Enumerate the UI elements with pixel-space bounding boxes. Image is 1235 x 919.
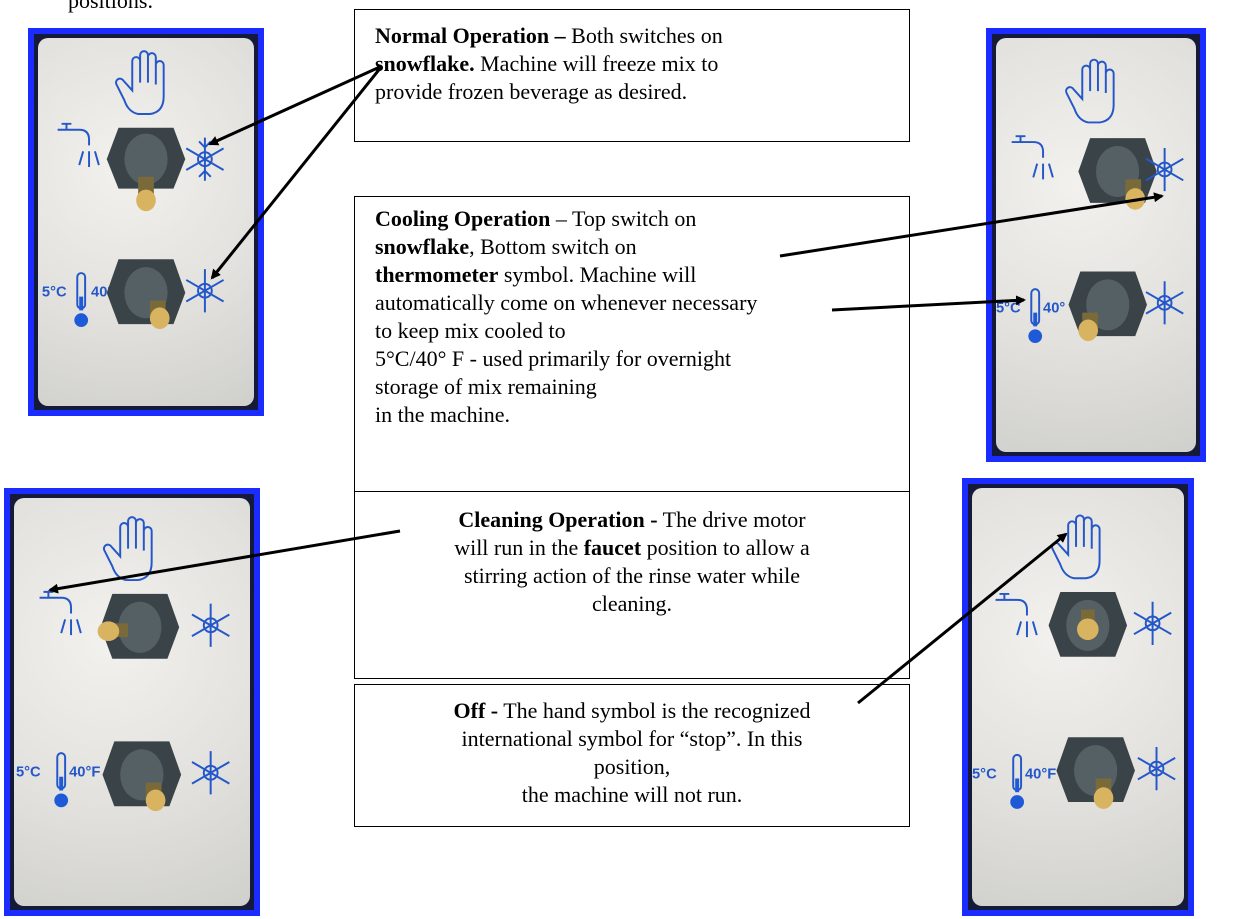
snowflake-icon <box>185 137 225 181</box>
snowflake-icon <box>1137 747 1176 791</box>
toggle-switch <box>102 741 182 812</box>
toggle-switch <box>1056 737 1135 809</box>
caption-cleaning-line: stirring action of the rinse water while <box>463 563 800 588</box>
toggle-switch <box>1048 591 1128 657</box>
toggle-switch <box>1068 271 1147 342</box>
toggle-switch <box>106 259 186 330</box>
caption-cooling-keyword: thermometer <box>375 262 499 287</box>
snowflake-icon <box>191 603 230 647</box>
caption-off: Off - The hand symbol is the recognized … <box>354 684 910 827</box>
caption-cooling-line: in the machine. <box>375 402 511 427</box>
temp-f-label: 40°F <box>69 765 100 781</box>
faucet-icon <box>39 590 82 636</box>
caption-off-line: The hand symbol is the recognized <box>498 698 811 723</box>
caption-normal-line: Machine will freeze mix to <box>474 51 719 76</box>
thermometer-icon <box>1010 753 1025 809</box>
temp-c-label: 5°C <box>42 285 67 301</box>
toggle-switch <box>1078 138 1157 210</box>
hand-icon <box>1065 58 1115 124</box>
caption-cooling-line: symbol. Machine will <box>498 262 697 287</box>
temp-c-label: 5°C <box>972 766 997 782</box>
page-fragment-text: positions. <box>68 0 153 13</box>
caption-off-line: international symbol for “stop”. In this <box>461 726 803 751</box>
caption-normal-keyword: snowflake. <box>375 51 475 76</box>
faucet-icon <box>995 592 1038 638</box>
faucet-icon <box>1011 135 1054 180</box>
caption-cooling-title: Cooling Operation <box>375 206 551 231</box>
caption-cleaning-line: cleaning. <box>591 591 673 616</box>
caption-off-line: the machine will not run. <box>521 782 743 807</box>
caption-cooling-keyword: snowflake <box>375 234 470 259</box>
toggle-switch <box>97 593 180 659</box>
caption-cleaning-operation: Cleaning Operation - The drive motor wil… <box>354 491 910 679</box>
temp-c-label: 5°C <box>16 765 41 781</box>
thermometer-icon <box>1028 288 1043 344</box>
hand-icon <box>1051 514 1101 580</box>
hand-icon <box>115 50 165 115</box>
caption-normal-operation: Normal Operation – Both switches on snow… <box>354 9 910 142</box>
switch-panel-cleaning: 5°C 40°F <box>4 488 260 916</box>
temp-c-label: 5°C <box>996 301 1021 317</box>
caption-cooling-line: to keep mix cooled to <box>375 318 566 343</box>
hand-icon <box>102 516 153 582</box>
snowflake-icon <box>1145 281 1184 325</box>
temp-f-label: 40°F <box>1025 766 1056 782</box>
caption-off-title: Off - <box>453 698 499 723</box>
faucet-icon <box>57 122 100 168</box>
caption-cooling-line: storage of mix remaining <box>375 374 597 399</box>
caption-normal-line: provide frozen beverage as desired. <box>375 79 688 104</box>
thermometer-icon <box>54 752 69 808</box>
caption-cleaning-title: Cleaning Operation - <box>458 507 658 532</box>
snowflake-icon <box>191 751 230 795</box>
caption-cooling-line: 5°C/40° F - used primarily for overnight <box>375 346 732 371</box>
snowflake-icon <box>185 269 225 313</box>
caption-cleaning-line: The drive motor <box>657 507 806 532</box>
caption-cleaning-line: will run in the <box>454 535 584 560</box>
snowflake-icon <box>1145 147 1184 192</box>
thermometer-icon <box>74 272 89 328</box>
caption-cleaning-keyword: faucet <box>583 535 642 560</box>
caption-cooling-line: – Top switch on <box>550 206 697 231</box>
toggle-switch <box>106 127 186 212</box>
caption-cleaning-line: position to allow a <box>641 535 810 560</box>
snowflake-icon <box>1133 601 1172 645</box>
caption-cooling-line: automatically come on whenever necessary <box>375 290 758 315</box>
caption-normal-line: Both switches on <box>565 23 723 48</box>
switch-panel-cooling: 5°C 40° <box>986 28 1206 462</box>
caption-normal-title: Normal Operation – <box>375 23 566 48</box>
caption-off-line: position, <box>593 754 671 779</box>
switch-panel-off: 5°C 40°F <box>962 478 1194 916</box>
caption-cooling-line: , Bottom switch on <box>469 234 637 259</box>
caption-cooling-operation: Cooling Operation – Top switch on snowfl… <box>354 196 910 492</box>
temp-f-label: 40° <box>1043 301 1065 317</box>
switch-panel-normal: 5°C 40°F <box>28 28 264 416</box>
